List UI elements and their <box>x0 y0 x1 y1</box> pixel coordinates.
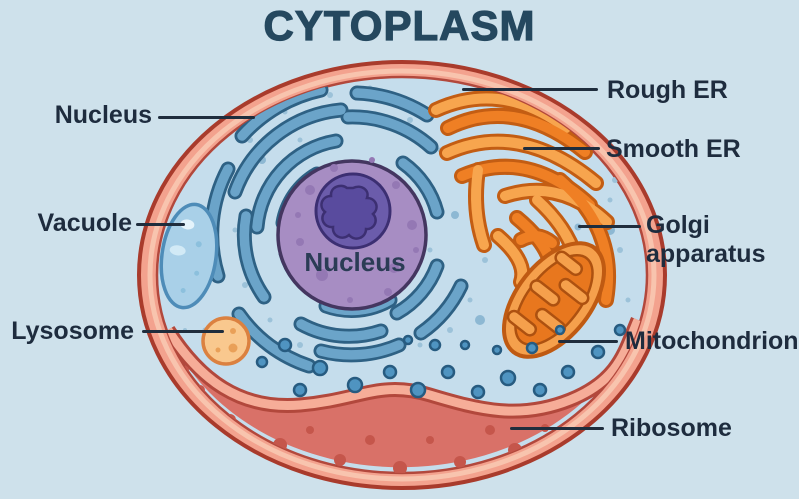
diagram-title: CYTOPLASM <box>263 1 536 49</box>
leader-line-vacuole <box>136 223 185 226</box>
nucleus-graphic <box>276 157 428 311</box>
vacuole-graphic <box>159 202 219 310</box>
leader-line-nucleus <box>158 116 255 119</box>
mitochondrion-graphic <box>501 241 607 359</box>
label-golgi: Golgi apparatus <box>646 211 766 268</box>
label-ribosome: Ribosome <box>611 414 732 442</box>
label-smooth-er: Smooth ER <box>606 135 741 163</box>
lysosome-graphic <box>201 316 251 366</box>
leader-line-golgi <box>578 225 641 228</box>
leader-line-smooth-er <box>523 147 600 150</box>
label-rough-er: Rough ER <box>607 76 728 104</box>
leader-line-lysosome <box>142 330 224 333</box>
label-mitochondrion: Mitochondrion <box>625 327 799 355</box>
leader-line-ribosome <box>510 427 604 430</box>
leader-line-mitochondrion <box>558 340 618 343</box>
ribosome-dots-graphic <box>255 323 627 400</box>
label-nucleus: Nucleus <box>54 101 152 129</box>
label-nucleus-inner: Nucleus <box>304 247 406 277</box>
leader-line-rough-er <box>462 88 598 91</box>
label-lysosome: Lysosome <box>11 317 134 345</box>
label-vacuole: Vacuole <box>37 209 133 237</box>
